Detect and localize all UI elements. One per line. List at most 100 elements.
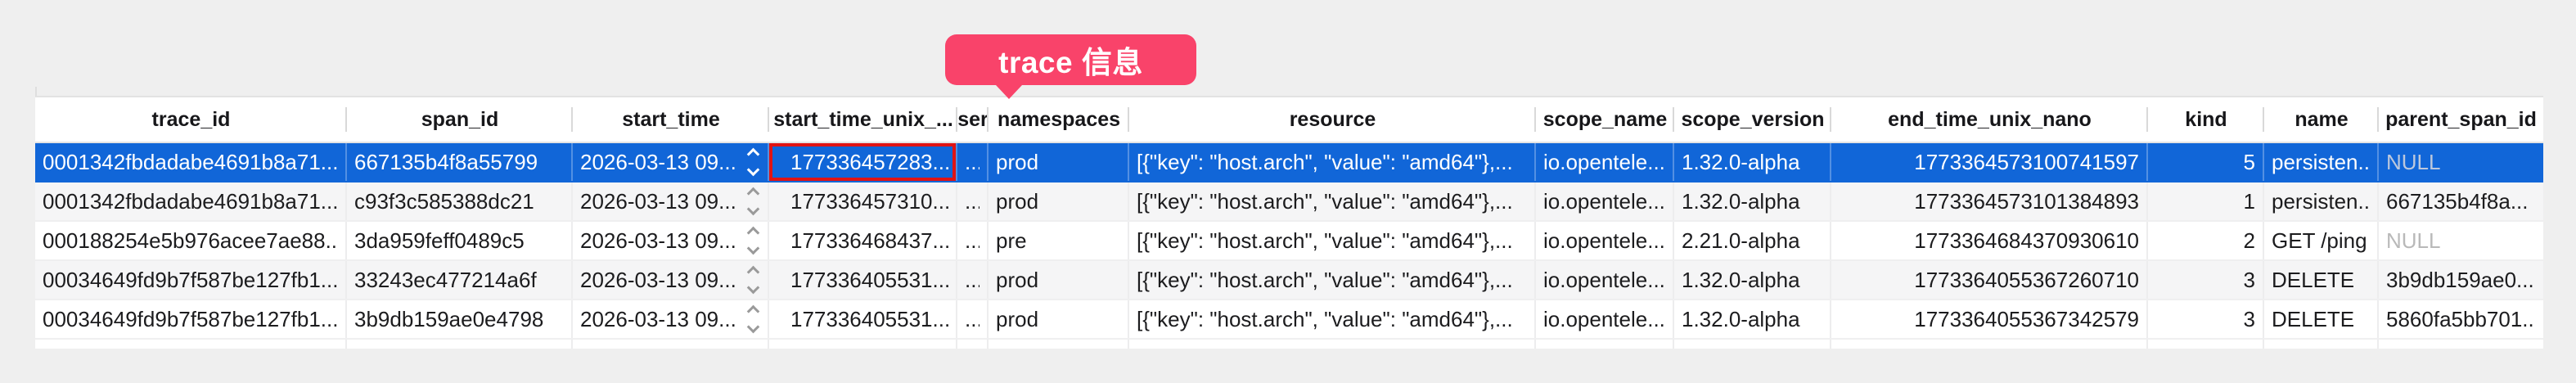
- cell-namespaces[interactable]: prod: [989, 182, 1129, 220]
- datetime-stepper-icon[interactable]: [746, 226, 760, 255]
- cell-start_time[interactable]: 2026-03-13 09...: [573, 222, 769, 259]
- cell-trace_id[interactable]: 000188254e5b976acee7ae88...: [35, 222, 347, 259]
- cell-name[interactable]: persisten...: [2264, 143, 2379, 181]
- chevron-up-icon[interactable]: [746, 187, 760, 201]
- cell-end_time_unix_nano[interactable]: 1773364055367342579: [1831, 300, 2148, 338]
- table-row[interactable]: 0001342fbdadabe4691b8a71...667135b4f8a55…: [35, 143, 2543, 182]
- cell-start_time[interactable]: 2026-03-13 09...: [573, 300, 769, 338]
- cell-start_time_unix_nano[interactable]: 177336405531...: [769, 261, 957, 299]
- cell-span_id[interactable]: 3b9db159ae0e4798: [347, 300, 573, 338]
- cell-span_id[interactable]: 33243ec477214a6f: [347, 261, 573, 299]
- column-header-start_time[interactable]: start_time: [573, 97, 769, 142]
- cell-trace_id[interactable]: 00034649fd9b7f587be127fb1...: [35, 261, 347, 299]
- column-header-name[interactable]: name: [2264, 97, 2379, 142]
- cell-start_time_unix_nano[interactable]: 177336457283...: [769, 143, 957, 181]
- cell-name[interactable]: persisten...: [2264, 182, 2379, 220]
- column-header-trace_id[interactable]: trace_id: [35, 97, 347, 142]
- datetime-stepper-icon[interactable]: [746, 147, 760, 177]
- cell-end_time_unix_nano[interactable]: 1773364573100741597: [1831, 143, 2148, 181]
- cell-start_time[interactable]: 2026-03-13 09...: [573, 143, 769, 181]
- cell-scope_name[interactable]: io.opentele...: [1536, 300, 1674, 338]
- chevron-down-icon[interactable]: [746, 202, 760, 216]
- cell-span_id[interactable]: c93f3c585388dc21: [347, 182, 573, 220]
- cell-namespaces[interactable]: prod: [989, 261, 1129, 299]
- cell-start_time_unix_nano[interactable]: 177336468437...: [769, 222, 957, 259]
- cell-name[interactable]: DELETE: [2264, 261, 2379, 299]
- chevron-up-icon[interactable]: [746, 226, 760, 240]
- cell-start_time_unix_nano[interactable]: 177336405531...: [769, 300, 957, 338]
- cell-scope_version[interactable]: 2.21.0-alpha: [1674, 222, 1831, 259]
- cell-name[interactable]: GET /ping: [2264, 222, 2379, 259]
- cell-kind[interactable]: 3: [2148, 261, 2264, 299]
- cell-parent_span_id[interactable]: 667135b4f8a...: [2379, 182, 2543, 220]
- column-header-scope_name[interactable]: scope_name: [1536, 97, 1674, 142]
- chevron-up-icon[interactable]: [746, 147, 760, 161]
- cell-end_time_unix_nano[interactable]: 1773364684370930610: [1831, 222, 2148, 259]
- column-header-se[interactable]: ser: [957, 97, 989, 142]
- cell-namespaces[interactable]: prod: [989, 300, 1129, 338]
- cell-se[interactable]: ...: [957, 143, 989, 181]
- cell-kind[interactable]: 5: [2148, 143, 2264, 181]
- cell-start_time_unix_nano[interactable]: 177336457310...: [769, 182, 957, 220]
- cell-resource[interactable]: [{"key": "host.arch", "value": "amd64"},…: [1129, 143, 1536, 181]
- chevron-down-icon[interactable]: [746, 163, 760, 177]
- chevron-up-icon[interactable]: [746, 304, 760, 318]
- cell-end_time_unix_nano[interactable]: 1773364573101384893: [1831, 182, 2148, 220]
- cell-se[interactable]: ...: [957, 261, 989, 299]
- cell-namespaces[interactable]: prod: [989, 143, 1129, 181]
- column-header-span_id[interactable]: span_id: [347, 97, 573, 142]
- datetime-stepper-icon[interactable]: [746, 304, 760, 334]
- column-header-resource[interactable]: resource: [1129, 97, 1536, 142]
- cell-namespaces[interactable]: pre: [989, 222, 1129, 259]
- chevron-down-icon[interactable]: [746, 281, 760, 295]
- cell-scope_version[interactable]: 1.32.0-alpha: [1674, 143, 1831, 181]
- datetime-stepper-icon[interactable]: [746, 187, 760, 216]
- table-row[interactable]: 00034649fd9b7f587be127fb1...33243ec47721…: [35, 261, 2543, 300]
- cell-trace_id[interactable]: 0001342fbdadabe4691b8a71...: [35, 143, 347, 181]
- cell-resource[interactable]: [{"key": "host.arch", "value": "amd64"},…: [1129, 300, 1536, 338]
- column-header-kind[interactable]: kind: [2148, 97, 2264, 142]
- cell-resource[interactable]: [{"key": "host.arch", "value": "amd64"},…: [1129, 261, 1536, 299]
- cell-se[interactable]: ...: [957, 182, 989, 220]
- cell-value: DELETE: [2272, 267, 2355, 292]
- cell-scope_name[interactable]: io.opentele...: [1536, 261, 1674, 299]
- chevron-down-icon[interactable]: [746, 241, 760, 255]
- cell-trace_id[interactable]: 00034649fd9b7f587be127fb1...: [35, 300, 347, 338]
- column-header-end_time_unix_nano[interactable]: end_time_unix_nano: [1831, 97, 2148, 142]
- cell-start_time[interactable]: 2026-03-13 09...: [573, 182, 769, 220]
- cell-se[interactable]: ...: [957, 222, 989, 259]
- cell-span_id[interactable]: 667135b4f8a55799: [347, 143, 573, 181]
- cell-end_time_unix_nano[interactable]: 1773364055367260710: [1831, 261, 2148, 299]
- table-row[interactable]: 0001342fbdadabe4691b8a71...c93f3c585388d…: [35, 182, 2543, 222]
- cell-scope_name[interactable]: io.opentele...: [1536, 222, 1674, 259]
- cell-parent_span_id[interactable]: 5860fa5bb701...: [2379, 300, 2543, 338]
- table-row[interactable]: 00034649fd9b7f587be127fb1...3b9db159ae0e…: [35, 300, 2543, 340]
- cell-parent_span_id[interactable]: 3b9db159ae0...: [2379, 261, 2543, 299]
- cell-span_id[interactable]: 3da959feff0489c5: [347, 222, 573, 259]
- cell-scope_version[interactable]: 1.32.0-alpha: [1674, 300, 1831, 338]
- cell-parent_span_id[interactable]: NULL: [2379, 143, 2543, 181]
- column-header-parent_span_id[interactable]: parent_span_id: [2385, 107, 2537, 131]
- column-header-start_time_unix_nano[interactable]: start_time_unix_...: [769, 97, 957, 142]
- cell-parent_span_id[interactable]: NULL: [2379, 222, 2543, 259]
- datetime-stepper-icon[interactable]: [746, 265, 760, 295]
- cell-kind[interactable]: 2: [2148, 222, 2264, 259]
- cell-kind[interactable]: 1: [2148, 182, 2264, 220]
- cell-scope_version[interactable]: 1.32.0-alpha: [1674, 261, 1831, 299]
- cell-kind[interactable]: 3: [2148, 300, 2264, 338]
- cell-name[interactable]: DELETE: [2264, 300, 2379, 338]
- chevron-up-icon[interactable]: [746, 265, 760, 279]
- table-row[interactable]: 000188254e5b976acee7ae88...3da959feff048…: [35, 222, 2543, 261]
- column-header-namespaces[interactable]: namespaces: [989, 97, 1129, 142]
- cell-se[interactable]: ...: [957, 300, 989, 338]
- cell-scope_version[interactable]: 1.32.0-alpha: [1674, 182, 1831, 220]
- cell-resource[interactable]: [{"key": "host.arch", "value": "amd64"},…: [1129, 222, 1536, 259]
- cell-resource[interactable]: [{"key": "host.arch", "value": "amd64"},…: [1129, 182, 1536, 220]
- cell-start_time[interactable]: 2026-03-13 09...: [573, 261, 769, 299]
- cell-trace_id[interactable]: 0001342fbdadabe4691b8a71...: [35, 182, 347, 220]
- column-header-scope_version[interactable]: scope_version: [1674, 97, 1831, 142]
- cell-scope_name[interactable]: io.opentele...: [1536, 143, 1674, 181]
- cell-scope_name[interactable]: io.opentele...: [1536, 182, 1674, 220]
- chevron-down-icon[interactable]: [746, 320, 760, 334]
- table-top-edge: [35, 87, 2543, 97]
